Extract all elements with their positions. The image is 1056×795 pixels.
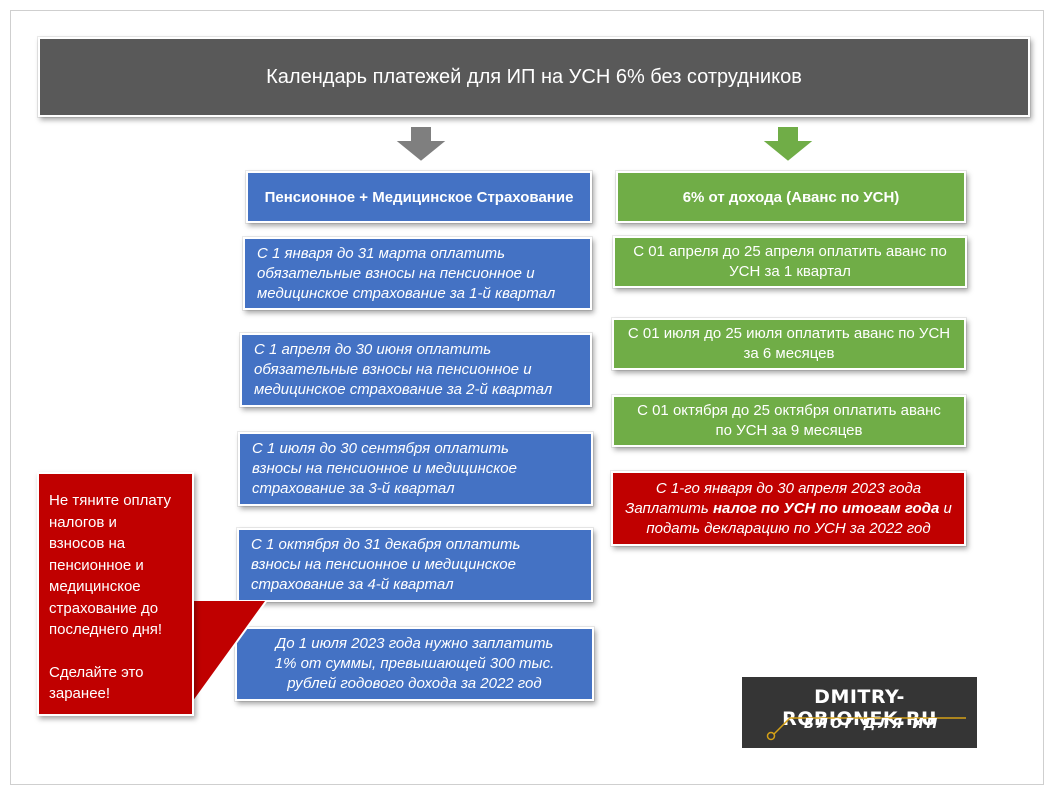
- pension-item-text: медицинское страхование за 2-й квартал: [254, 381, 553, 398]
- usn-item-nine-months: С 01 октября до 25 октября оплатить аван…: [611, 394, 967, 448]
- usn-item-text: за 6 месяцев: [743, 345, 835, 362]
- usn-advance-header: 6% от дохода (Аванс по УСН): [615, 170, 967, 224]
- usn-item-text: С 01 июля до 25 июля оплатить аванс по У…: [627, 325, 951, 342]
- usn-annual-tax-item: С 1-го января до 30 апреля 2023 года Зап…: [610, 470, 967, 547]
- usn-annual-text: Заплатить налог по УСН по итогам года и: [625, 499, 952, 519]
- pension-item-text: обязательные взносы на пенсионное и: [257, 264, 535, 282]
- pension-item-text: 1% от суммы, превышающей 300 тыс.: [274, 655, 555, 672]
- reminder-callout-body: Не тяните оплату налогов и взносов на пе…: [37, 472, 194, 716]
- callout-text: взносов на: [49, 535, 126, 552]
- pension-item-text: С 1 апреля до 30 июня оплатить: [254, 341, 492, 358]
- callout-text: Сделайте это: [49, 663, 144, 681]
- usn-advance-header-label: 6% от дохода (Аванс по УСН): [682, 188, 900, 206]
- usn-annual-text-post: и: [939, 499, 952, 517]
- callout-text: заранее!: [49, 685, 111, 702]
- pension-item-text: рублей годового дохода за 2022 год: [287, 675, 542, 692]
- pension-item-text: страхование за 4-й квартал: [251, 576, 454, 593]
- pension-item-text: взносы на пенсионное и медицинское: [251, 556, 516, 573]
- callout-text: налогов и: [49, 513, 117, 531]
- usn-item-half-year: С 01 июля до 25 июля оплатить аванс по У…: [611, 317, 967, 371]
- callout-text: Не тяните оплату: [49, 492, 171, 509]
- callout-text: медицинское: [49, 578, 141, 595]
- callout-text: страхование до: [49, 599, 159, 617]
- usn-item-text: по УСН за 9 месяцев: [715, 422, 863, 439]
- blog-logo: DMITRY-ROBIONEK.RU БЛОГ ДЛЯ ИП: [742, 677, 977, 748]
- pension-item-text: С 1 октября до 31 декабря оплатить: [251, 536, 521, 553]
- pension-item-one-percent: До 1 июля 2023 года нужно заплатить 1% о…: [234, 626, 595, 702]
- down-arrow-icon: [758, 125, 818, 164]
- usn-annual-text-bold: налог по УСН по итогам года: [712, 499, 940, 517]
- pension-item-q4: С 1 октября до 31 декабря оплатить взнос…: [236, 527, 594, 603]
- callout-text: пенсионное и: [49, 556, 144, 574]
- usn-annual-text: подать декларацию по УСН за 2022 год: [646, 519, 931, 537]
- page-title: Календарь платежей для ИП на УСН 6% без …: [37, 36, 1031, 118]
- usn-annual-text-pre: Заплатить: [625, 499, 713, 517]
- pension-item-text: С 1 января до 31 марта оплатить: [257, 244, 506, 262]
- callout-tail: [189, 600, 269, 710]
- pension-item-text: обязательные взносы на пенсионное и: [254, 361, 532, 378]
- down-arrow-icon: [391, 125, 451, 164]
- usn-item-text: УСН за 1 квартал: [729, 263, 851, 280]
- logo-subtitle: БЛОГ ДЛЯ ИП: [804, 717, 941, 732]
- usn-item-q1: С 01 апреля до 25 апреля оплатить аванс …: [612, 235, 968, 289]
- pension-item-q1: С 1 января до 31 марта оплатить обязател…: [242, 236, 593, 311]
- pension-item-q3: С 1 июля до 30 сентября оплатить взносы …: [237, 431, 594, 507]
- pension-item-q2: С 1 апреля до 30 июня оплатить обязатель…: [239, 332, 593, 408]
- pension-medical-header: Пенсионное + Медицинское Страхование: [245, 170, 593, 224]
- callout-text: последнего дня!: [49, 621, 163, 638]
- page-title-text: Календарь платежей для ИП на УСН 6% без …: [266, 65, 802, 88]
- logo-underline-icon: [766, 717, 966, 741]
- pension-item-text: медицинское страхование за 1-й квартал: [257, 284, 556, 302]
- pension-item-text: взносы на пенсионное и медицинское: [252, 460, 517, 477]
- usn-item-text: С 01 апреля до 25 апреля оплатить аванс …: [633, 243, 947, 260]
- pension-item-text: До 1 июля 2023 года нужно заплатить: [275, 635, 554, 652]
- logo-title: DMITRY-ROBIONEK.RU: [782, 686, 937, 730]
- usn-item-text: С 01 октября до 25 октября оплатить аван…: [637, 402, 941, 419]
- pension-item-text: страхование за 3-й квартал: [252, 480, 455, 497]
- pension-medical-header-label: Пенсионное + Медицинское Страхование: [264, 188, 574, 206]
- usn-annual-text: С 1-го января до 30 апреля 2023 года: [655, 479, 922, 497]
- pension-item-text: С 1 июля до 30 сентября оплатить: [252, 440, 509, 457]
